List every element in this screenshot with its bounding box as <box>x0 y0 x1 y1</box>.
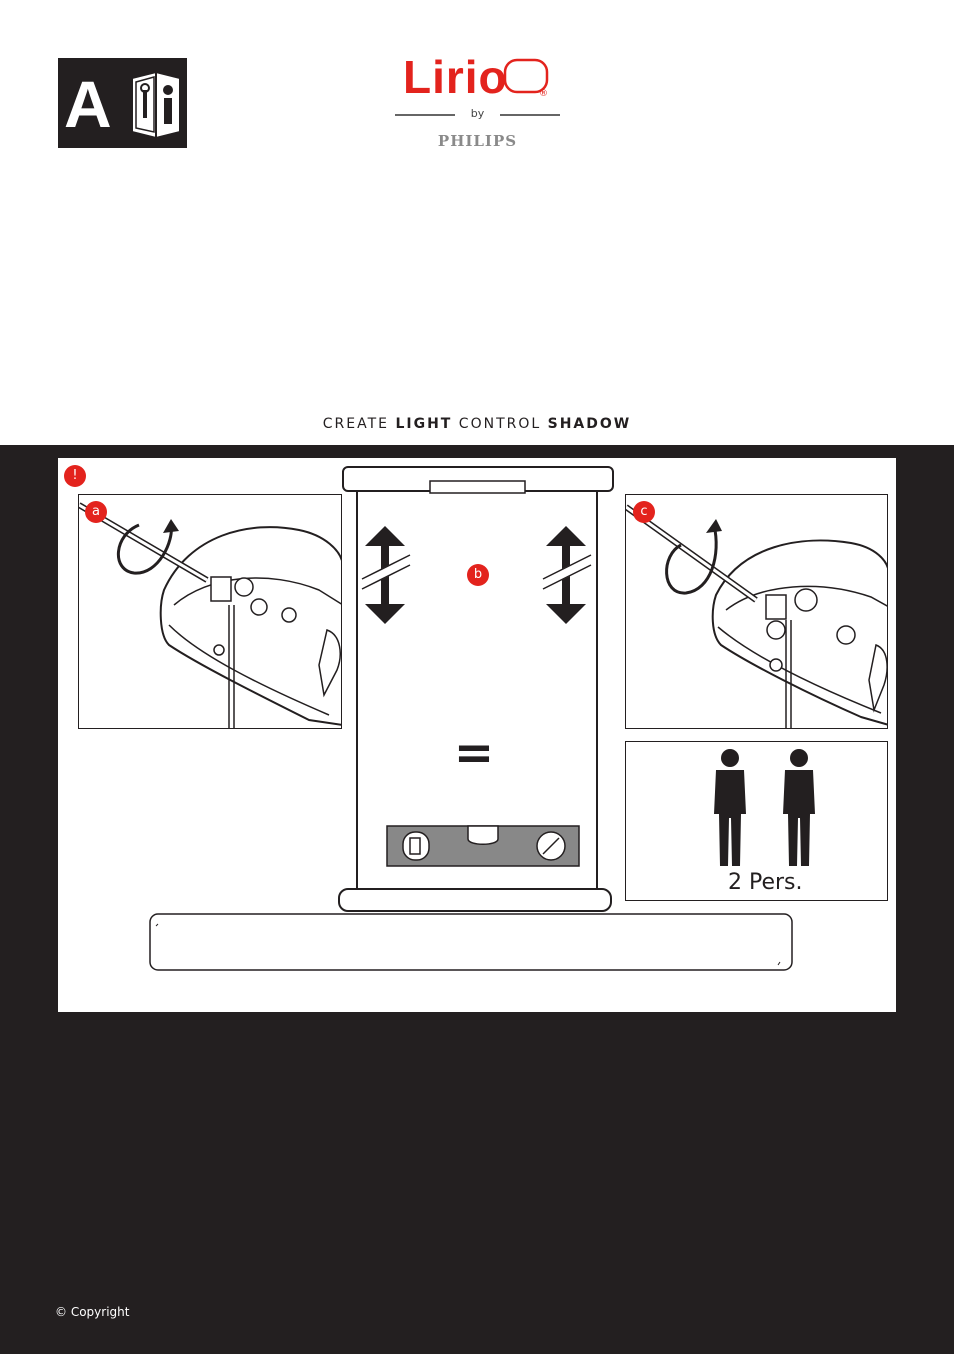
person-icon <box>714 749 746 866</box>
bracket-detail-illustration <box>79 502 341 728</box>
manual-book-icon <box>131 70 181 138</box>
step-c-illustration <box>625 494 888 729</box>
double-arrow-icon <box>359 526 413 624</box>
tagline: CREATE LIGHT CONTROL SHADOW <box>0 416 954 432</box>
warning-marker: ! <box>64 465 86 487</box>
manual-section-badge: A <box>58 58 187 148</box>
step-b-marker: b <box>467 564 489 586</box>
double-arrow-icon <box>540 526 594 624</box>
section-letter: A <box>64 67 112 141</box>
logo-rule-right <box>500 114 560 116</box>
level-adjust-illustration: = <box>338 466 614 912</box>
rotate-arrow-icon <box>665 524 718 595</box>
registered-mark: ® <box>539 89 548 98</box>
copyright-notice: © Copyright <box>55 1305 130 1319</box>
step-a-illustration <box>78 494 342 729</box>
step-a-marker: a <box>85 501 107 523</box>
logo-by: by <box>470 107 485 120</box>
tagline-word-3: CONTROL <box>458 416 542 432</box>
person-icon <box>783 749 815 866</box>
tagline-word-4: SHADOW <box>547 416 632 432</box>
logo-rule-left <box>395 114 455 116</box>
spirit-level-icon <box>386 825 580 867</box>
persons-label: 2 Pers. <box>728 870 803 895</box>
equals-sign: = <box>454 725 494 781</box>
screwdriver-icon <box>626 504 758 603</box>
cabinet-outline-illustration <box>149 913 793 971</box>
step-c-marker: c <box>633 501 655 523</box>
brand-logo: Lirio ® by PHILIPS <box>395 50 560 155</box>
brand-name: Lirio <box>403 51 508 103</box>
bracket-detail-illustration <box>626 504 887 728</box>
tagline-word-1: CREATE <box>322 416 389 432</box>
maker-name: PHILIPS <box>437 132 518 150</box>
logo-swoosh-icon: ® <box>503 58 549 98</box>
rotate-arrow-icon <box>117 523 173 575</box>
persons-required-box <box>625 741 888 901</box>
tagline-word-2: LIGHT <box>395 416 453 432</box>
